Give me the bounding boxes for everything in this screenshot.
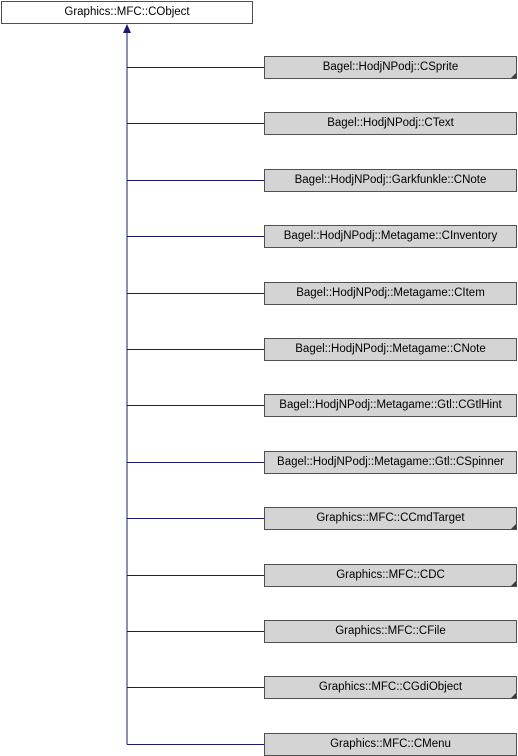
derived-class-node[interactable]: Bagel::HodjNPodj::Metagame::Gtl::CSpinne… bbox=[264, 451, 517, 474]
derived-class-node[interactable]: Bagel::HodjNPodj::Metagame::CInventory bbox=[264, 225, 517, 248]
derived-class-node[interactable]: Graphics::MFC::CGdiObject bbox=[264, 676, 517, 699]
derived-class-node[interactable]: Bagel::HodjNPodj::Metagame::CNote bbox=[264, 338, 517, 361]
derived-class-node[interactable]: Graphics::MFC::CDC bbox=[264, 564, 517, 587]
base-class-node[interactable]: Graphics::MFC::CObject bbox=[1, 1, 253, 24]
derived-class-node[interactable]: Bagel::HodjNPodj::Garkfunkle::CNote bbox=[264, 169, 517, 192]
derived-class-node[interactable]: Graphics::MFC::CFile bbox=[264, 620, 517, 643]
derived-class-node[interactable]: Graphics::MFC::CMenu bbox=[264, 733, 517, 756]
derived-class-node[interactable]: Graphics::MFC::CCmdTarget bbox=[264, 507, 517, 530]
derived-class-node[interactable]: Bagel::HodjNPodj::CSprite bbox=[264, 56, 517, 79]
derived-class-node[interactable]: Bagel::HodjNPodj::CText bbox=[264, 112, 517, 135]
inheritance-arrowhead bbox=[123, 24, 131, 33]
derived-class-node[interactable]: Bagel::HodjNPodj::Metagame::CItem bbox=[264, 282, 517, 305]
derived-class-node[interactable]: Bagel::HodjNPodj::Metagame::Gtl::CGtlHin… bbox=[264, 394, 517, 417]
